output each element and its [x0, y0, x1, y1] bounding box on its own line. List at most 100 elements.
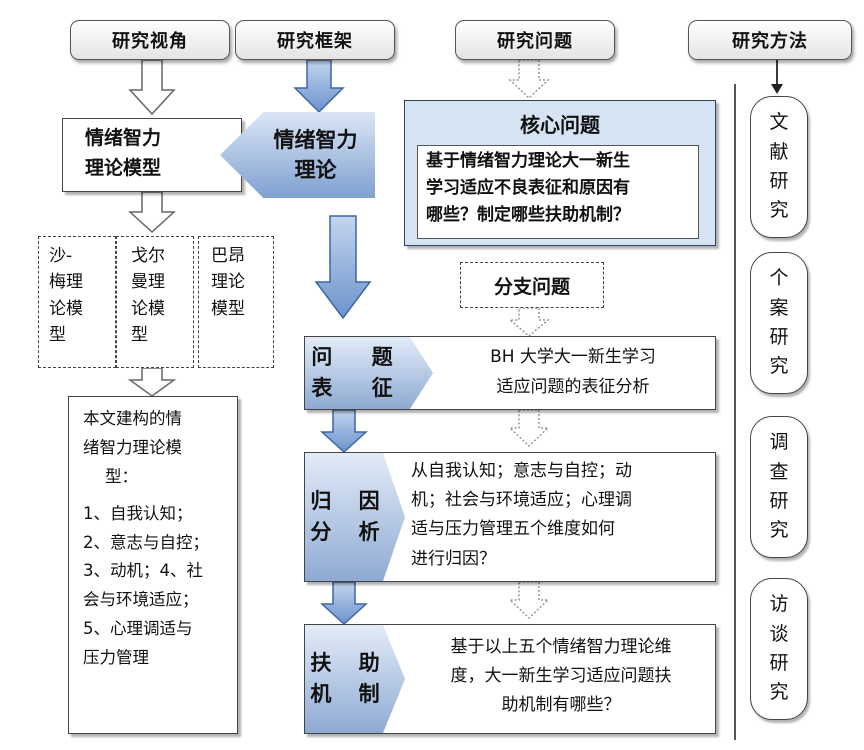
sub-model-1-line: 论模 — [49, 298, 83, 319]
method-interview-char: 研 — [769, 652, 789, 674]
branch-problem-box: 分支问题 — [460, 262, 604, 308]
method-literature-char: 究 — [769, 199, 789, 222]
stage-1-line: 适应问题的表征分析 — [496, 376, 650, 397]
stage-1-text: BH 大学大一新生学习 适应问题的表征分析 — [443, 343, 703, 403]
hollow-arrow-3 — [127, 367, 177, 397]
core-problem-line: 哪些？制定哪些扶助机制？ — [426, 205, 630, 226]
blue-arrow-stage-2 — [320, 581, 368, 626]
method-case: 个 案 研 究 — [750, 252, 808, 394]
header-methods-label: 研究方法 — [732, 31, 808, 52]
stage-2-label-line: 分 析 — [310, 520, 390, 544]
method-case-char: 研 — [769, 326, 789, 348]
stage-3-line: 度，大一新生学习适应问题扶 — [450, 666, 672, 687]
stage-3-box: 扶 助 机 制 基于以上五个情绪智力理论维 度，大一新生学习适应问题扶 助机制有… — [304, 624, 716, 734]
method-interview-char: 访 — [769, 593, 789, 616]
dotted-arrow-1 — [508, 59, 550, 99]
method-literature-char: 研 — [769, 170, 789, 192]
sub-model-1: 沙- 梅理 论模 型 — [38, 236, 116, 368]
stage-1-label-line: 表 征 — [311, 376, 409, 400]
method-interview-char: 究 — [769, 681, 789, 704]
method-literature-char: 献 — [769, 140, 789, 163]
header-problem-label: 研究问题 — [497, 31, 573, 52]
method-survey: 调 查 研 究 — [750, 416, 808, 558]
stage-3-text: 基于以上五个情绪智力理论维 度，大一新生学习适应问题扶 助机制有哪些？ — [411, 633, 711, 721]
constructed-item: 压力管理 — [83, 648, 149, 667]
stage-1-box: 问 题 表 征 BH 大学大一新生学习 适应问题的表征分析 — [304, 336, 716, 410]
constructed-model-box: 本文建构的情 绪智力理论模 型： 1、自我认知； 2、意志与自控； 3、动机；4… — [68, 396, 238, 734]
stage-2-line: 从自我认知；意志与自控；动 — [411, 461, 632, 481]
stage-2-box: 归 因 分 析 从自我认知；意志与自控；动 机；社会与环境适应；心理调 适与压力… — [304, 452, 716, 582]
ei-model-box: 情绪智力 理论模型 — [62, 118, 242, 192]
framework-theory-line-1: 情绪智力 — [273, 127, 358, 152]
header-perspective-label: 研究视角 — [112, 31, 188, 52]
dotted-arrow-3 — [508, 409, 550, 447]
sub-model-3-line: 模型 — [211, 298, 245, 319]
hollow-arrow-1 — [128, 59, 176, 116]
dotted-arrow-2 — [508, 307, 550, 337]
method-survey-char: 调 — [769, 431, 789, 454]
method-case-char: 究 — [769, 355, 789, 378]
stage-2-text: 从自我认知；意志与自控；动 机；社会与环境适应；心理调 适与压力管理五个维度如何… — [411, 457, 711, 574]
constructed-title-line: 本文建构的情 — [83, 409, 182, 428]
method-case-char: 案 — [769, 296, 789, 319]
method-survey-char: 查 — [769, 460, 789, 483]
hollow-arrow-2 — [128, 191, 176, 234]
stage-2-label-line: 归 因 — [310, 488, 390, 513]
constructed-item: 3、动机；4、社 — [83, 561, 203, 581]
method-literature: 文 献 研 究 — [750, 96, 808, 238]
header-perspective: 研究视角 — [70, 20, 230, 60]
sub-model-2-line: 论模 — [131, 298, 165, 319]
stage-2-line: 适与压力管理五个维度如何 — [411, 519, 615, 540]
sub-model-3-line: 理论 — [211, 272, 245, 293]
sub-model-1-line: 梅理 — [49, 272, 83, 293]
core-problem-box: 核心问题 基于情绪智力理论大一新生 学习适应不良表征和原因有 哪些？制定哪些扶助… — [404, 100, 716, 246]
sub-model-1-line: 型 — [49, 325, 66, 346]
sub-model-3: 巴昂 理论 模型 — [198, 236, 274, 368]
stage-2-line: 进行归因？ — [411, 548, 496, 569]
constructed-item: 5、心理调适与 — [83, 619, 193, 639]
core-problem-title: 核心问题 — [520, 113, 600, 137]
method-interview: 访 谈 研 究 — [750, 578, 808, 720]
constructed-item: 1、自我认知； — [83, 503, 193, 523]
header-problem: 研究问题 — [455, 20, 615, 60]
stage-3-label: 扶 助 机 制 — [305, 625, 405, 733]
blue-arrow-framework — [293, 59, 345, 114]
stage-3-label-line: 机 制 — [310, 682, 390, 706]
stage-3-label-line: 扶 助 — [310, 650, 390, 675]
stage-3-line: 基于以上五个情绪智力理论维 — [450, 637, 672, 657]
stage-2-line: 机；社会与环境适应；心理调 — [411, 490, 632, 511]
constructed-title-line: 绪智力理论模 — [83, 437, 182, 457]
blue-arrow-stage-1 — [320, 409, 368, 454]
dotted-arrow-4 — [508, 581, 550, 619]
sub-model-3-line: 巴昂 — [211, 246, 245, 266]
blue-arrow-big — [314, 215, 372, 320]
stage-1-line: BH 大学大一新生学习 — [490, 347, 656, 367]
constructed-item: 2、意志与自控； — [83, 532, 209, 552]
header-framework: 研究框架 — [235, 20, 395, 60]
methods-arrow-head — [771, 84, 783, 94]
stage-1-label-line: 问 题 — [311, 344, 409, 369]
constructed-item: 会与环境适应； — [83, 590, 199, 610]
method-interview-char: 谈 — [769, 622, 789, 645]
sub-model-2-line: 型 — [131, 325, 148, 346]
stage-2-label: 归 因 分 析 — [305, 453, 405, 581]
ei-model-line-1: 情绪智力 — [85, 127, 162, 149]
constructed-title-line: 型： — [105, 466, 138, 486]
branch-problem-label: 分支问题 — [493, 275, 570, 298]
core-problem-inner: 基于情绪智力理论大一新生 学习适应不良表征和原因有 哪些？制定哪些扶助机制？ — [417, 145, 699, 239]
core-problem-line: 基于情绪智力理论大一新生 — [426, 151, 630, 171]
framework-theory-line-2: 理论 — [294, 158, 337, 182]
core-problem-line: 学习适应不良表征和原因有 — [426, 178, 630, 199]
method-case-char: 个 — [769, 267, 789, 290]
header-methods: 研究方法 — [688, 20, 852, 60]
method-survey-char: 研 — [769, 490, 789, 512]
ei-model-line-2: 理论模型 — [85, 157, 162, 180]
stage-3-line: 助机制有哪些？ — [501, 695, 621, 716]
sub-model-1-line: 沙- — [49, 246, 73, 266]
sub-model-2-line: 戈尔 — [131, 246, 165, 266]
sub-model-2: 戈尔 曼理 论模 型 — [116, 236, 194, 368]
method-literature-char: 文 — [769, 111, 789, 134]
method-survey-char: 究 — [769, 519, 789, 542]
header-framework-label: 研究框架 — [277, 31, 353, 52]
